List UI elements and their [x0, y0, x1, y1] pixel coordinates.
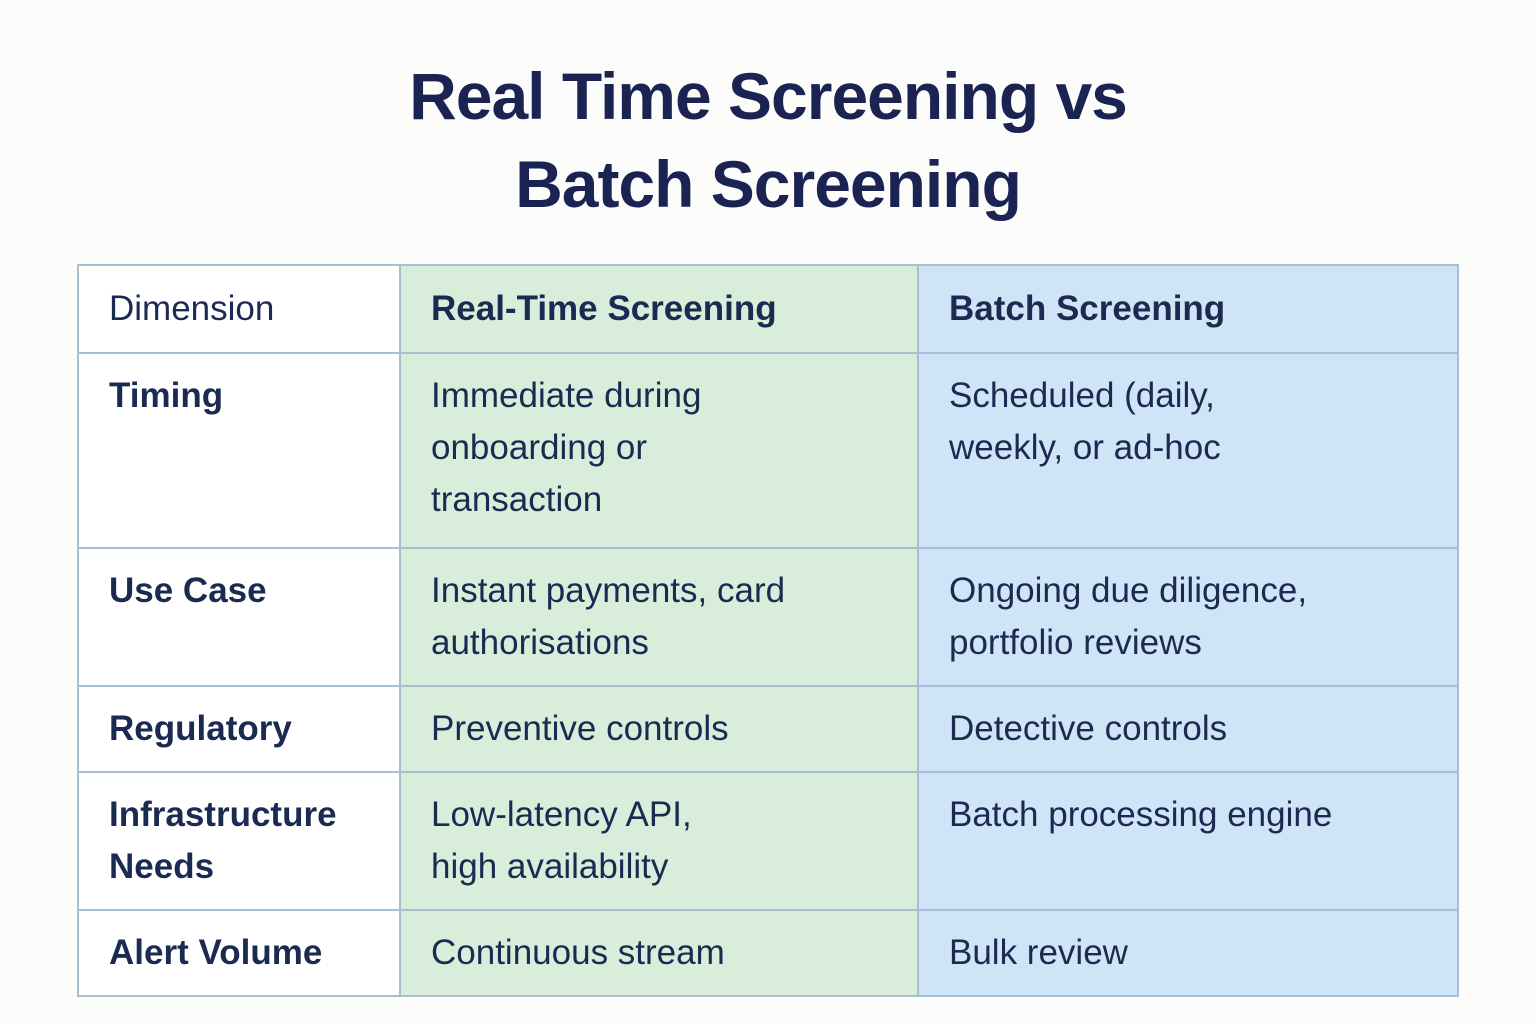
cell-use-case-real-time: Instant payments, card authorisations [399, 547, 919, 687]
cell-use-case-batch: Ongoing due diligence, portfolio reviews [917, 547, 1459, 687]
comparison-table: Dimension Real-Time Screening Batch Scre… [77, 264, 1459, 997]
row-label-alert-volume: Alert Volume [77, 909, 401, 997]
table-row-infrastructure-needs: Infrastructure Needs Low-latency API, hi… [77, 771, 1459, 911]
cell-alert-volume-batch: Bulk review [917, 909, 1459, 997]
cell-timing-real-time: Immediate during onboarding or transacti… [399, 352, 919, 549]
column-header-batch-screening: Batch Screening [917, 264, 1459, 354]
table-row-regulatory: Regulatory Preventive controls Detective… [77, 685, 1459, 773]
cell-alert-volume-real-time: Continuous stream [399, 909, 919, 997]
row-label-use-case: Use Case [77, 547, 401, 687]
column-header-real-time-screening: Real-Time Screening [399, 264, 919, 354]
page-title: Real Time Screening vs Batch Screening [0, 52, 1536, 228]
infographic-page: Real Time Screening vs Batch Screening Di… [0, 52, 1536, 1024]
header-row: Dimension Real-Time Screening Batch Scre… [77, 264, 1459, 354]
cell-regulatory-real-time: Preventive controls [399, 685, 919, 773]
table-row-timing: Timing Immediate during onboarding or tr… [77, 352, 1459, 549]
row-label-infrastructure-needs: Infrastructure Needs [77, 771, 401, 911]
page-title-line-2: Batch Screening [515, 147, 1022, 221]
cell-infrastructure-real-time: Low-latency API, high availability [399, 771, 919, 911]
cell-infrastructure-batch: Batch processing engine [917, 771, 1459, 911]
table-row-use-case: Use Case Instant payments, card authoris… [77, 547, 1459, 687]
row-label-timing: Timing [77, 352, 401, 549]
table-row-alert-volume: Alert Volume Continuous stream Bulk revi… [77, 909, 1459, 997]
column-header-dimension: Dimension [77, 264, 401, 354]
cell-timing-batch: Scheduled (daily, weekly, or ad-hoc [917, 352, 1459, 549]
page-title-line-1: Real Time Screening vs [409, 59, 1128, 133]
row-label-regulatory: Regulatory [77, 685, 401, 773]
cell-regulatory-batch: Detective controls [917, 685, 1459, 773]
